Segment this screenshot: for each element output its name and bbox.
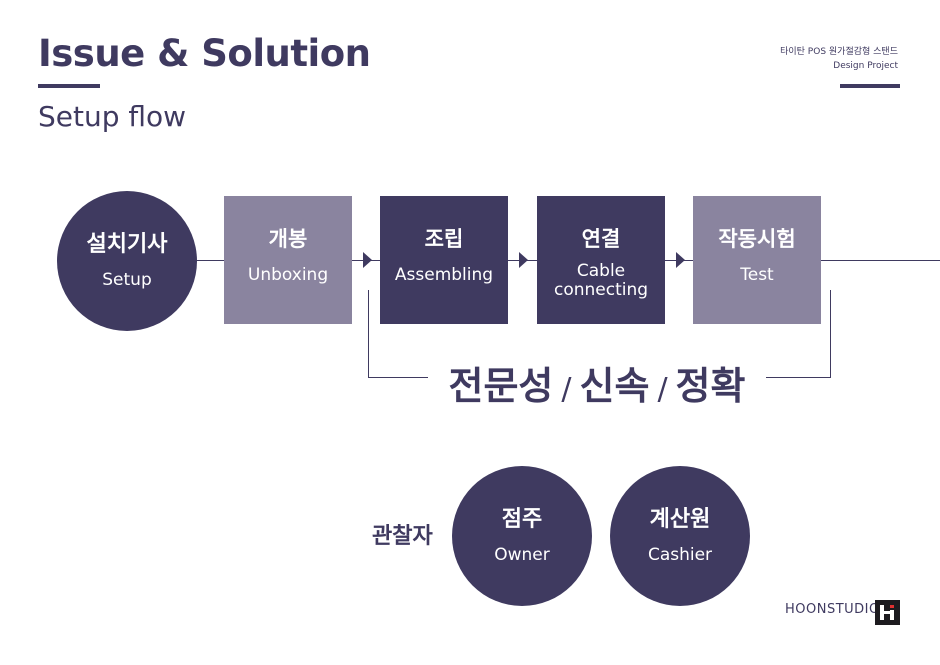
flow-step-assembling: 조립 Assembling: [380, 196, 508, 324]
bracket-right: [830, 290, 831, 377]
observer-label: 관찰자: [372, 524, 433, 549]
bracket-left: [368, 290, 369, 377]
bracket-bottom-left: [368, 377, 428, 378]
observer-owner-en: Owner: [494, 545, 550, 565]
observer-owner: 점주 Owner: [452, 466, 592, 606]
flow-start-en: Setup: [102, 270, 152, 290]
flow-step-label-en: Cable connecting: [554, 262, 648, 300]
flow-arrow-icon: [519, 252, 528, 268]
project-underline: [840, 84, 900, 88]
keyword-expertise: 전문성: [448, 364, 554, 408]
project-label: 타이탄 POS 원가절감형 스탠드 Design Project: [780, 45, 898, 73]
project-type: Design Project: [833, 61, 898, 71]
hoonstudio-logo-icon: [875, 600, 900, 625]
flow-step-label-ko: 조립: [424, 227, 464, 251]
page-title: Issue & Solution: [38, 32, 371, 75]
flow-step-label-ko: 작동시험: [718, 227, 796, 251]
flow-step-label-ko: 개봉: [268, 227, 308, 251]
flow-arrow-icon: [676, 252, 685, 268]
observer-cashier: 계산원 Cashier: [610, 466, 750, 606]
title-underline: [38, 84, 100, 88]
keyword-accuracy: 정확: [675, 364, 746, 408]
observer-cashier-en: Cashier: [647, 545, 713, 565]
keyword-separator: /: [657, 372, 668, 407]
flow-step-connecting: 연결 Cable connecting: [537, 196, 665, 324]
keyword-separator: /: [561, 372, 572, 407]
brand-name: HOONSTUDIO: [785, 602, 880, 617]
flow-step-label-en: Unboxing: [247, 265, 329, 285]
flow-arrow-icon: [363, 252, 372, 268]
page-subtitle: Setup flow: [38, 100, 187, 133]
flow-step-label-en: Test: [740, 265, 774, 285]
flow-start-ko: 설치기사: [86, 232, 168, 257]
keyword-speed: 신속: [579, 364, 650, 408]
observer-cashier-ko: 계산원: [649, 507, 711, 532]
logo-glyph-icon: [880, 605, 894, 620]
flow-step-label-en-line2: connecting: [553, 280, 649, 300]
flow-step-label-en: Assembling: [394, 265, 494, 285]
project-name: 타이탄 POS 원가절감형 스탠드: [780, 47, 898, 57]
flow-step-label-en-line1: Cable: [576, 261, 626, 281]
flow-step-test: 작동시험 Test: [693, 196, 821, 324]
keyword-summary: 전문성/신속/정확: [426, 355, 768, 410]
observer-owner-ko: 점주: [501, 507, 543, 532]
flow-step-label-ko: 연결: [581, 227, 621, 251]
flow-start-setup: 설치기사 Setup: [57, 191, 197, 331]
bracket-bottom-right: [766, 377, 831, 378]
flow-step-unboxing: 개봉 Unboxing: [224, 196, 352, 324]
